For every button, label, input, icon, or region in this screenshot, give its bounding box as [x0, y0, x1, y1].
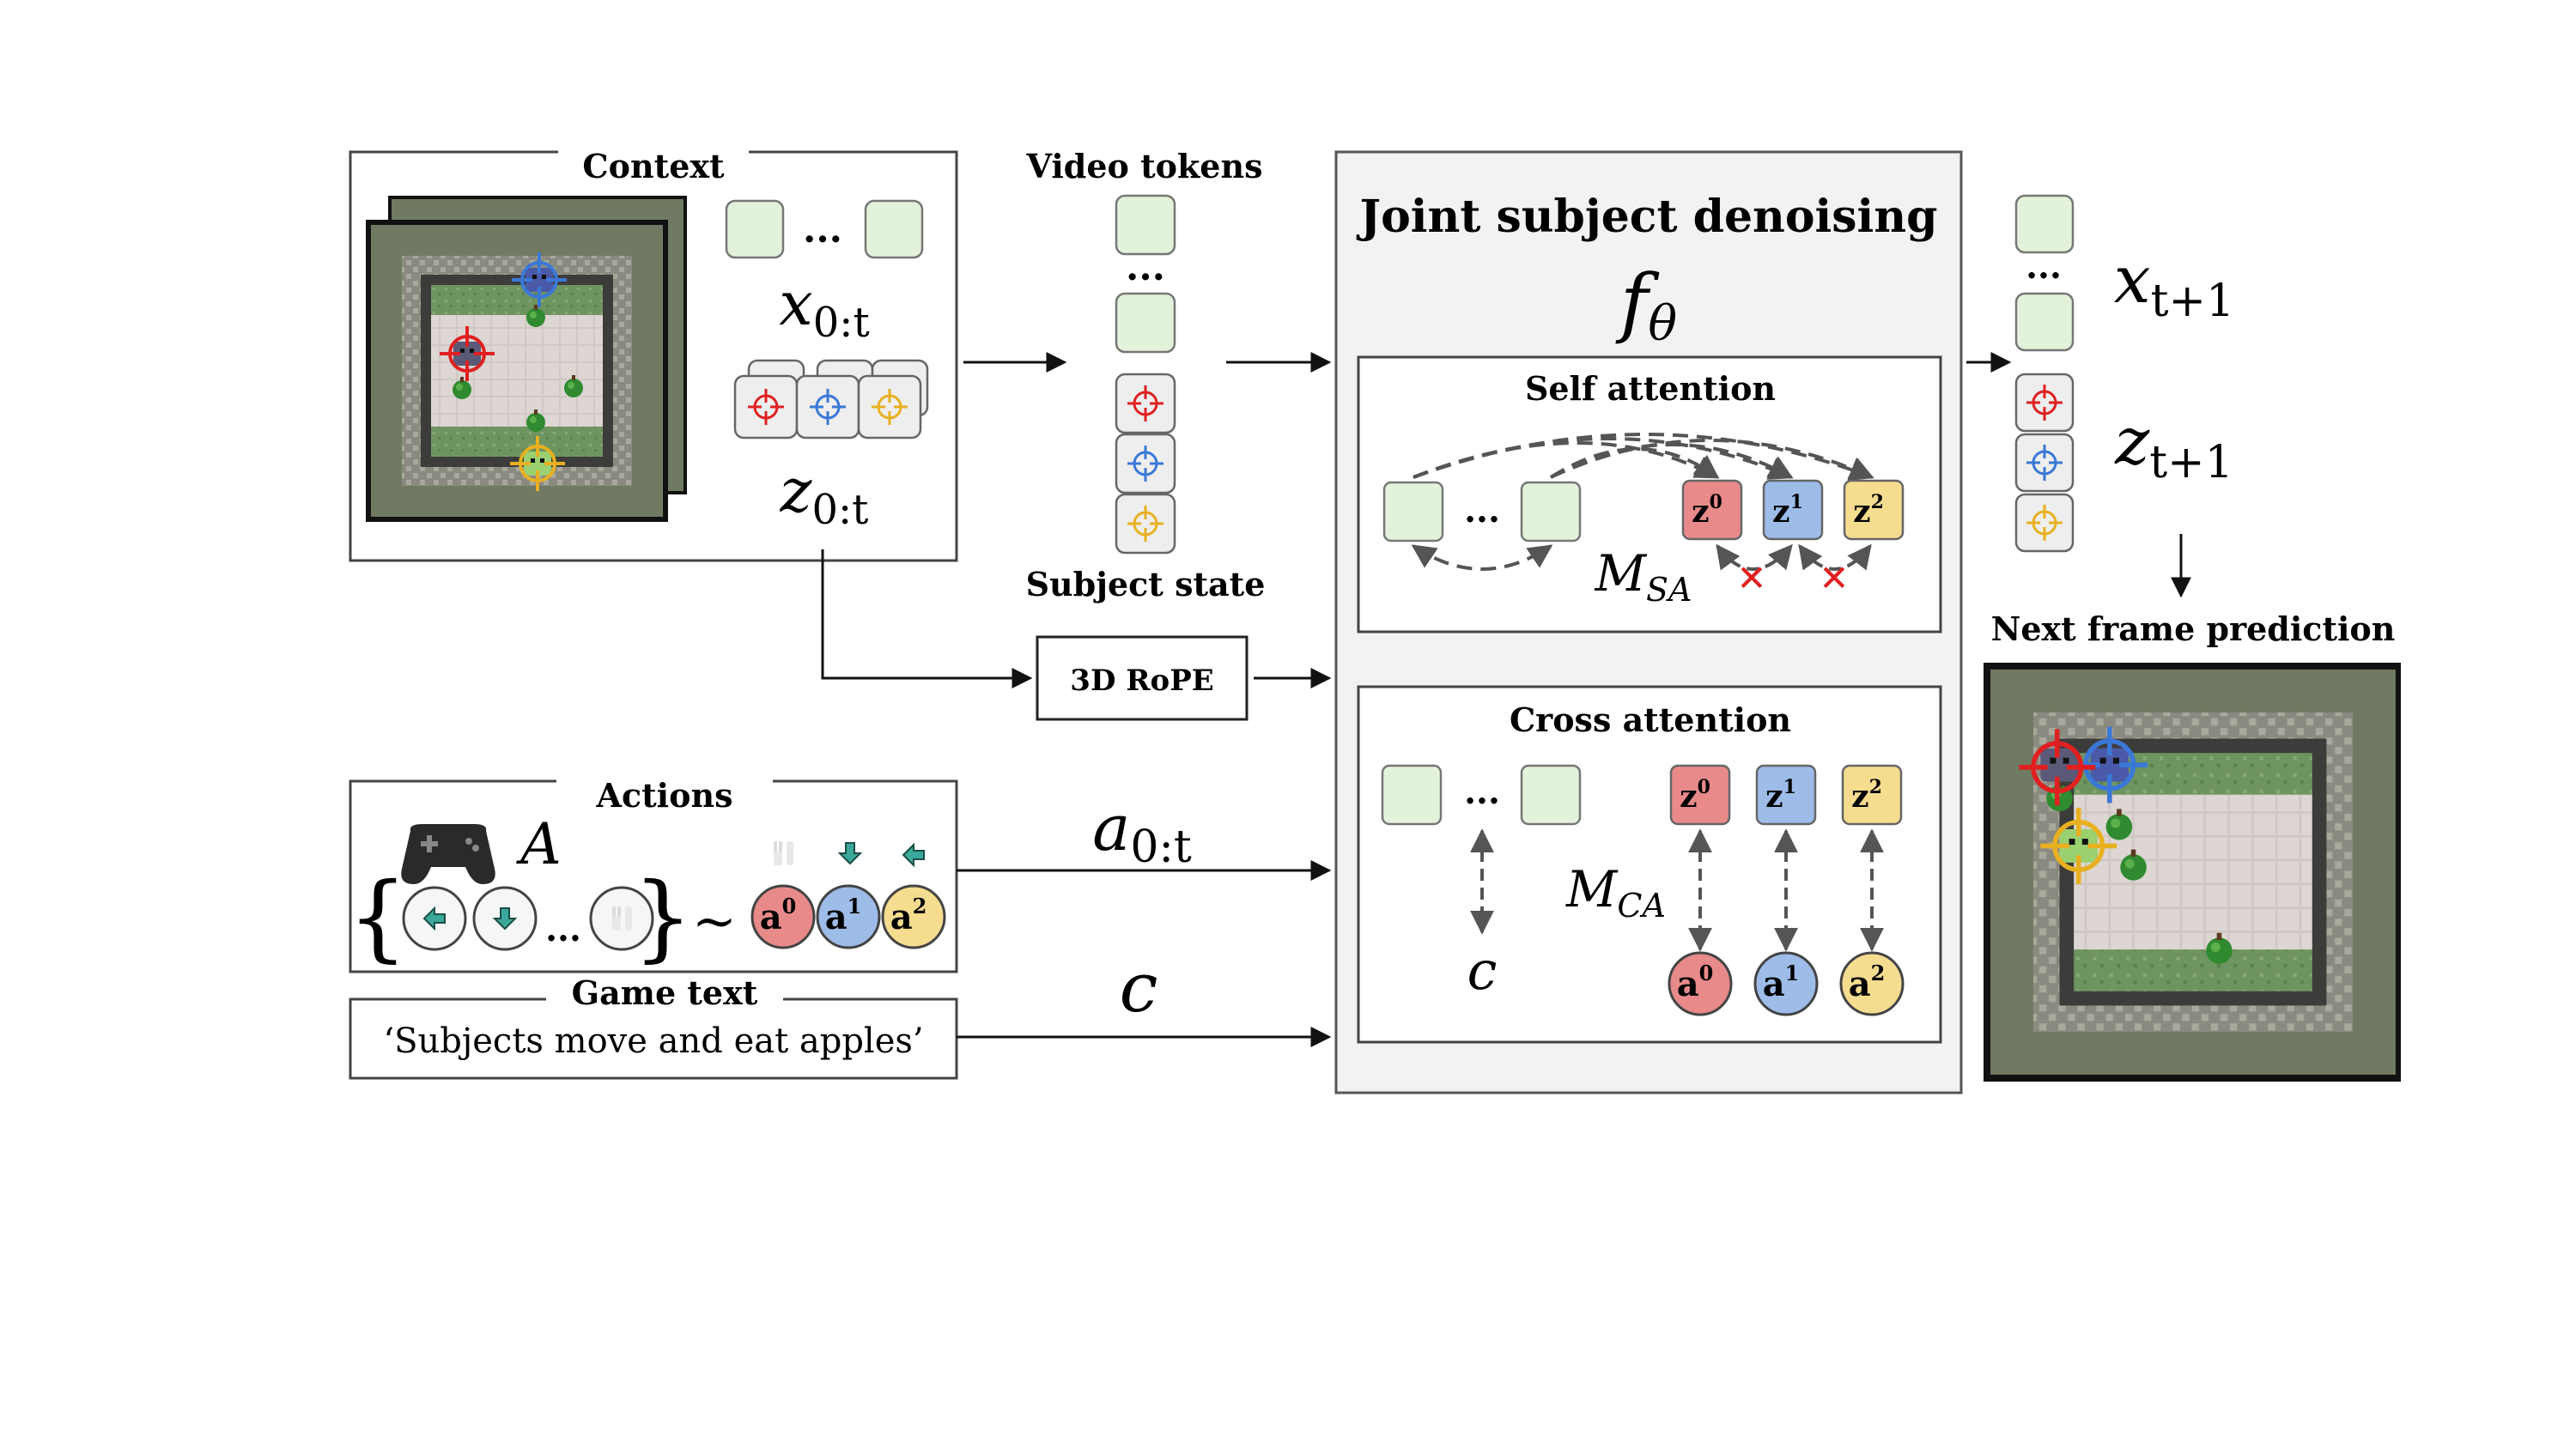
ca-action-a1: a1 — [1753, 951, 1819, 1016]
token-column: Video tokens ... Subject state — [1026, 147, 1266, 603]
ca-ellipsis: ... — [1464, 772, 1500, 812]
svg-text:z1: z1 — [1765, 776, 1796, 815]
context-video-token — [725, 199, 785, 259]
mask-ca-label: MCA — [1565, 860, 1666, 925]
sa-video-token — [1382, 481, 1444, 543]
cross-attention-block: Cross attention ... z0 z1 z2 — [1357, 685, 1942, 1044]
ca-action-a0: a0 — [1668, 951, 1733, 1016]
context-token-ellipsis: ... — [803, 208, 842, 252]
subject-state-token-red — [1115, 373, 1176, 434]
video-token — [1115, 292, 1176, 354]
output-z-label: zt+1 — [2114, 403, 2233, 488]
svg-text:z0: z0 — [1680, 776, 1710, 815]
video-token — [1115, 194, 1176, 256]
output-token-ellipsis: ... — [2026, 246, 2062, 287]
output-video-token — [2014, 292, 2075, 352]
actions-title: Actions — [596, 776, 733, 815]
c-label: c — [1120, 948, 1158, 1028]
flow-arrows — [821, 352, 2191, 1047]
svg-text:a2: a2 — [1849, 961, 1886, 1004]
ca-video-token — [1520, 764, 1582, 826]
svg-text:a1: a1 — [825, 894, 862, 937]
next-frame-image — [1984, 663, 2401, 1082]
tilde-symbol: ~ — [692, 889, 737, 952]
output-column: ... xt+1 zt+1 Next frame prediction — [1984, 194, 2401, 1082]
ca-subject-z1: z1 — [1755, 764, 1817, 826]
svg-text:a1: a1 — [1763, 961, 1800, 1004]
action-token-a1: a1 — [816, 884, 881, 949]
output-subject-yellow — [2014, 493, 2075, 553]
denoising-panel: Joint subject denoising fθ Self attentio… — [1334, 150, 1963, 1094]
video-tokens-title: Video tokens — [1026, 147, 1263, 185]
sa-ellipsis: ... — [1464, 490, 1500, 530]
context-x-label: x0:t — [779, 269, 869, 347]
blocked-cross-icon: ✕ — [1736, 557, 1766, 599]
actions-panel: Actions A { ... } ~ a0 a1 — [348, 773, 958, 973]
video-token-ellipsis: ... — [1126, 246, 1165, 289]
next-frame-title: Next frame prediction — [1991, 609, 2396, 648]
subject-state-token-yellow — [1115, 493, 1176, 555]
sa-subject-z0: z0 — [1681, 479, 1743, 541]
self-attention-block: Self attention ... z0 z1 — [1357, 355, 1942, 634]
game-text-content: ‘Subjects move and eat apples’ — [383, 1022, 923, 1061]
a-label: a0:t — [1092, 791, 1192, 873]
action-ellipsis: ... — [545, 909, 581, 949]
svg-text:a0: a0 — [760, 894, 797, 937]
context-z-label: z0:t — [780, 456, 869, 534]
gamepad-icon — [401, 824, 495, 884]
output-subject-blue — [2014, 433, 2075, 493]
svg-text:a0: a0 — [1677, 961, 1714, 1004]
svg-text:a2: a2 — [890, 894, 927, 937]
output-video-token — [2014, 194, 2075, 254]
output-subject-red — [2014, 373, 2075, 433]
action-set-symbol: A — [515, 811, 562, 877]
self-attention-title: Self attention — [1525, 369, 1776, 408]
svg-text:z1: z1 — [1772, 491, 1803, 530]
cross-attention-title: Cross attention — [1510, 700, 1791, 739]
game-text-panel: Game text ‘Subjects move and eat apples’ — [349, 973, 958, 1080]
action-eat-option — [589, 886, 654, 951]
svg-text:z0: z0 — [1692, 491, 1722, 530]
svg-text:z2: z2 — [1851, 776, 1882, 815]
action-token-a2: a2 — [881, 884, 946, 949]
brace-open: { — [348, 862, 408, 972]
blocked-cross-icon: ✕ — [1819, 557, 1849, 599]
ca-video-token — [1381, 764, 1443, 826]
output-x-label: xt+1 — [2114, 241, 2234, 327]
context-video-token — [864, 199, 924, 259]
ca-c-label: c — [1467, 939, 1498, 1002]
action-token-a0: a0 — [750, 884, 816, 949]
context-title: Context — [582, 147, 725, 185]
ca-subject-z0: z0 — [1669, 764, 1731, 826]
rope-box: 3D RoPE — [1036, 635, 1249, 721]
context-subject-stack — [733, 359, 929, 440]
mask-sa-label: MSA — [1595, 544, 1692, 609]
context-panel: Context ... x0:t — [349, 144, 958, 562]
ca-subject-z2: z2 — [1841, 764, 1903, 826]
subject-state-title: Subject state — [1026, 565, 1266, 603]
sa-video-token — [1520, 481, 1582, 543]
ca-action-a2: a2 — [1839, 951, 1905, 1016]
denoising-title: Joint subject denoising — [1357, 191, 1938, 243]
rope-label: 3D RoPE — [1070, 664, 1213, 698]
context-frame-front — [366, 220, 668, 522]
brace-close: } — [633, 862, 693, 972]
subject-state-token-blue — [1115, 433, 1176, 494]
game-text-title: Game text — [572, 973, 758, 1012]
svg-text:z2: z2 — [1853, 491, 1884, 530]
sa-subject-z2: z2 — [1843, 479, 1905, 541]
sa-subject-z1: z1 — [1762, 479, 1824, 541]
